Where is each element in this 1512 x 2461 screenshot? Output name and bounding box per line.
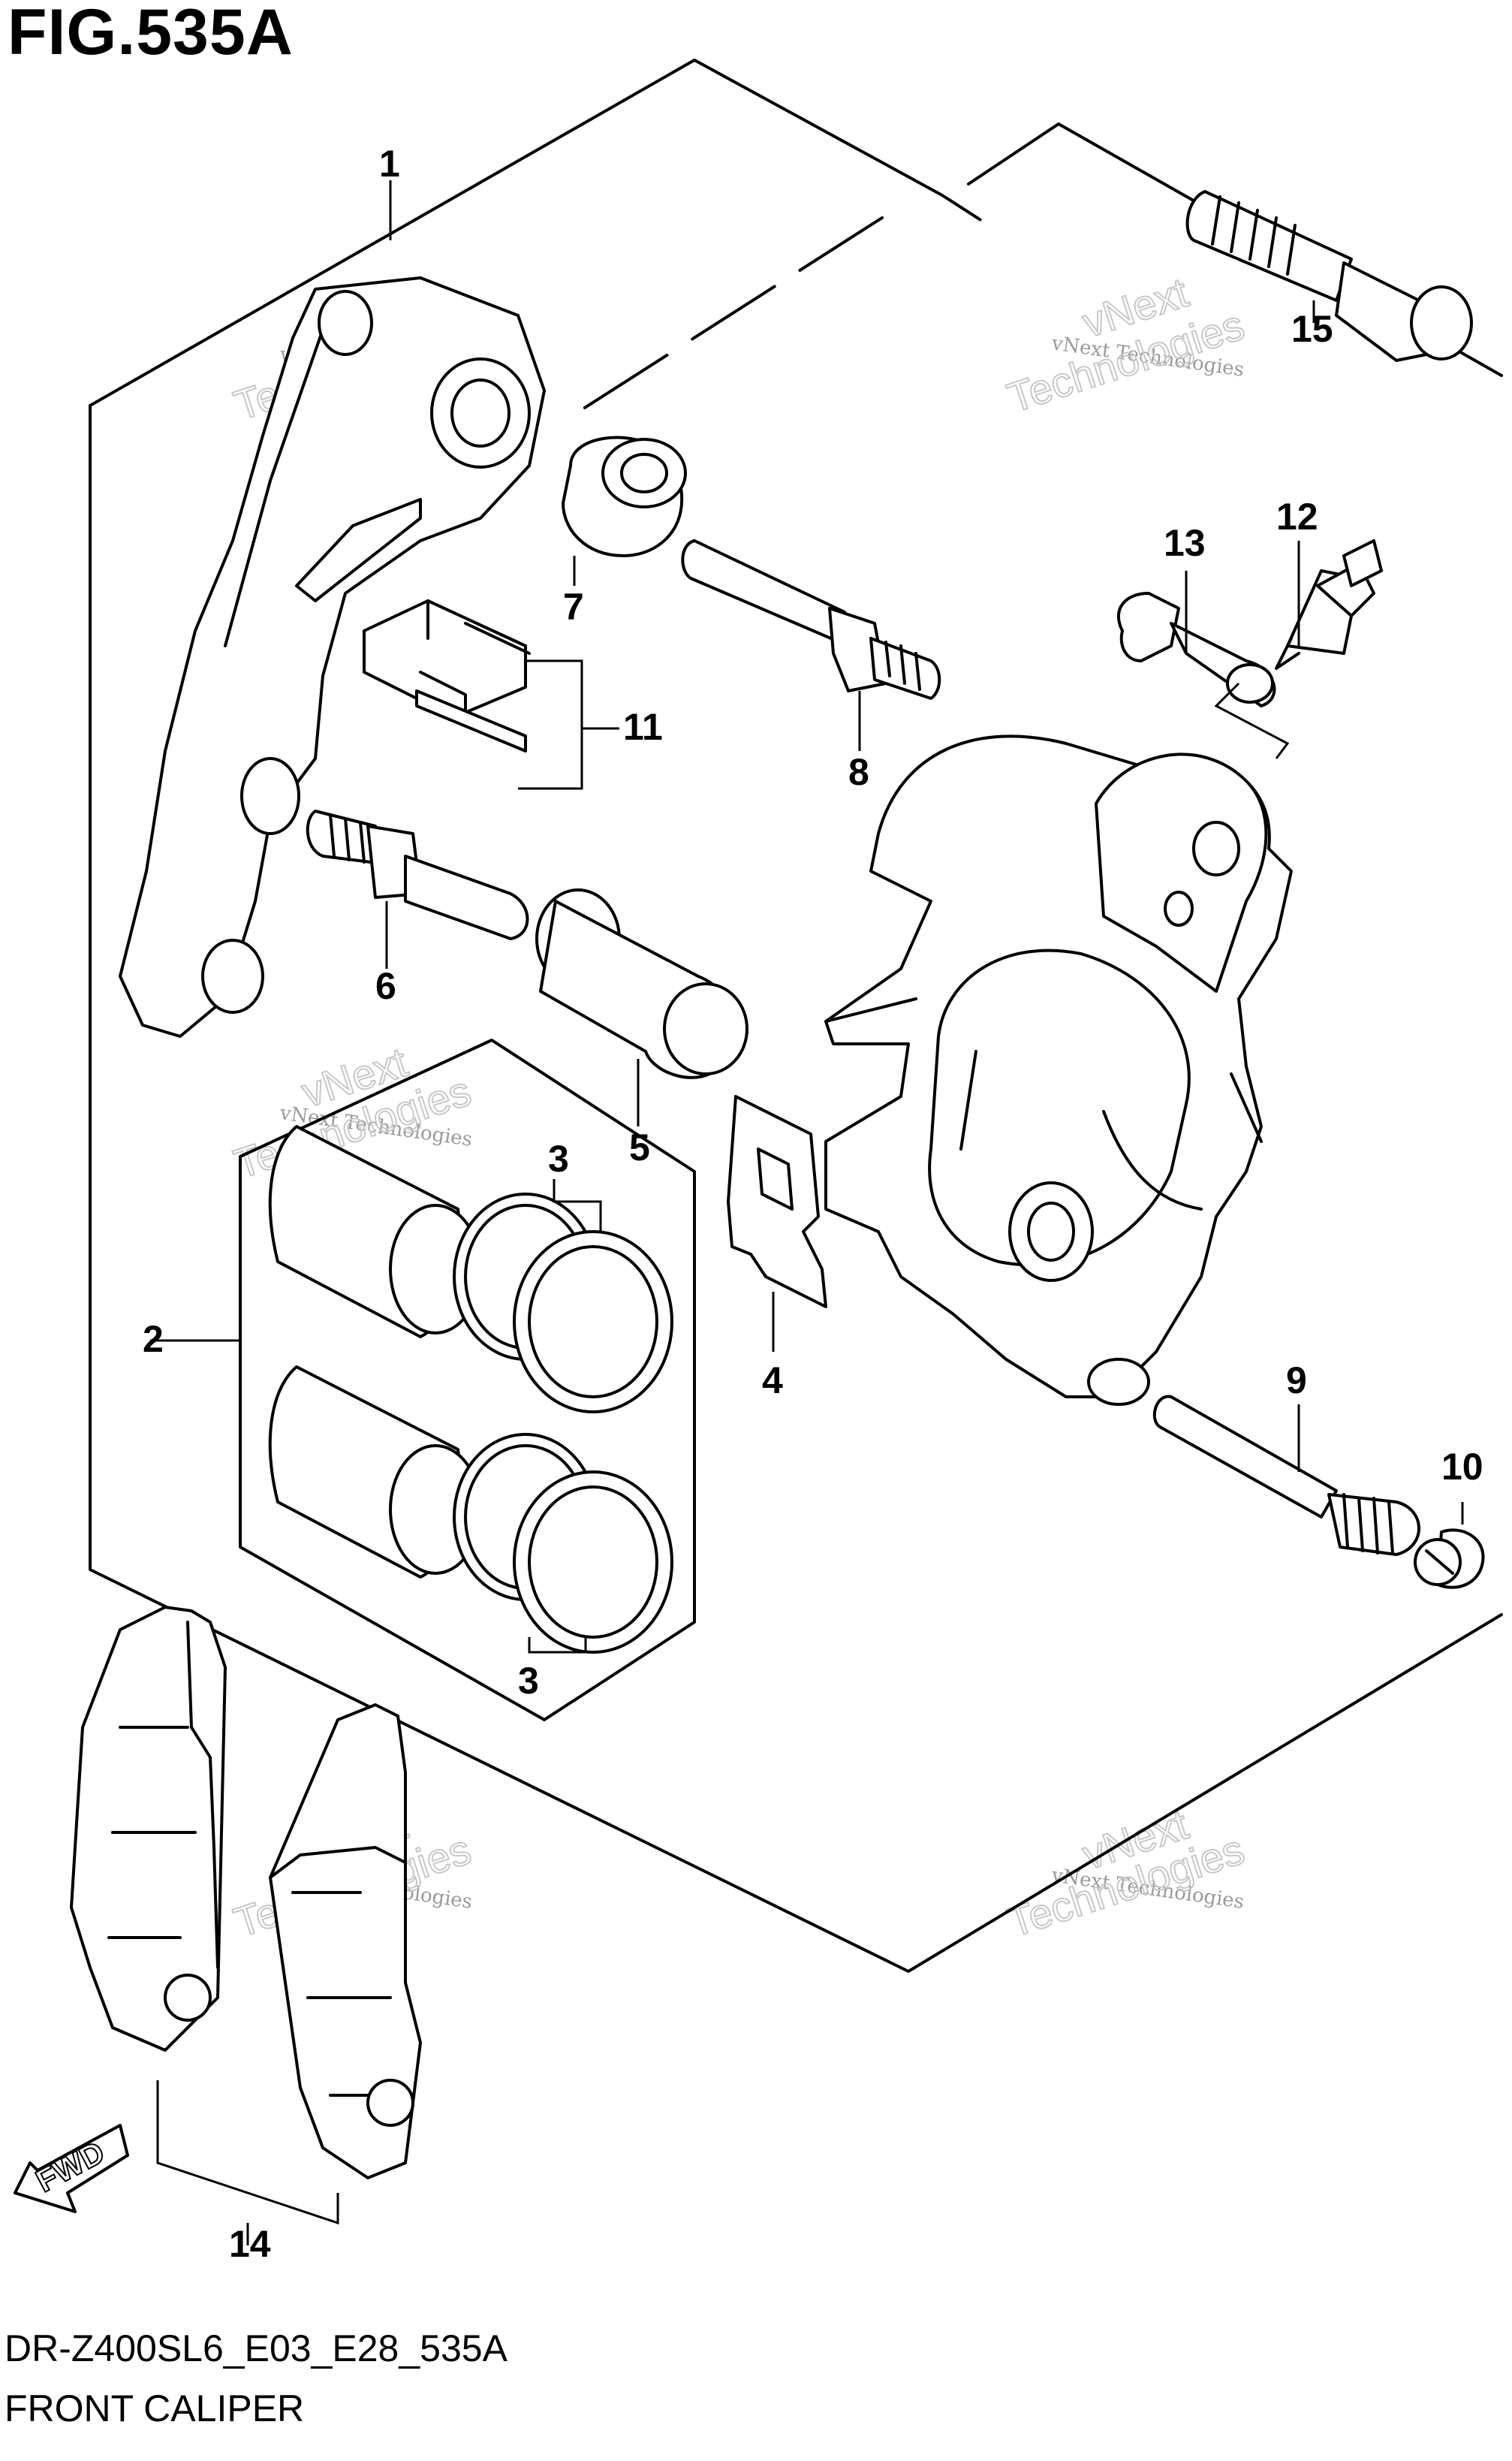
brake-pad-front	[70, 1606, 227, 2052]
piston-lower	[268, 1365, 673, 1654]
pad-retainer	[727, 1095, 827, 1308]
piston-kit-box	[239, 1039, 696, 1721]
callout-4: 4	[762, 1359, 783, 1401]
callout-7: 7	[563, 586, 584, 628]
callout-3-top: 3	[548, 1138, 569, 1180]
callout-14: 14	[229, 2223, 271, 2265]
figure-name: FRONT CALIPER	[5, 2387, 305, 2429]
callout-15: 15	[1291, 308, 1333, 350]
watermark-6: vNext Technologies vNext Technologies	[1001, 1799, 1250, 1947]
pin-plug	[1414, 1528, 1485, 1589]
callout-3-bottom: 3	[518, 1660, 539, 1702]
callout-8: 8	[848, 751, 869, 793]
caliper-body	[824, 734, 1293, 1406]
brake-pad-rear	[269, 1703, 422, 2179]
callout-13: 13	[1164, 522, 1206, 564]
leader-lines	[150, 180, 1464, 2245]
callout-5: 5	[629, 1126, 650, 1169]
callout-12: 12	[1276, 496, 1318, 538]
pad-spring-clip	[363, 599, 531, 752]
figure-code: DR-Z400SL6_E03_E28_535A	[5, 2327, 508, 2369]
piston-upper	[268, 1125, 673, 1413]
callout-labels: 1 2 3 3 4 5 6 7 8 9 10 11 12 13 14 15	[143, 143, 1483, 2265]
caliper-bracket	[119, 276, 546, 1038]
callout-11: 11	[623, 706, 663, 748]
callout-9: 9	[1286, 1359, 1307, 1401]
mounting-bolt	[1185, 190, 1473, 362]
bleeder-cap	[1117, 592, 1276, 707]
callout-6: 6	[375, 965, 396, 1007]
bleeder-valve	[1275, 539, 1383, 670]
callout-1: 1	[379, 143, 400, 185]
callout-2: 2	[143, 1318, 164, 1360]
watermark-2: vNext Technologies vNext Technologies	[1001, 267, 1250, 422]
slide-pin-upper	[681, 539, 941, 700]
boot-seal	[562, 436, 687, 557]
forward-arrow-icon: FWD	[14, 2124, 129, 2213]
bolt	[306, 810, 529, 940]
pad-pin	[1152, 1395, 1420, 1556]
callout-10: 10	[1441, 1446, 1483, 1488]
pin-boot	[535, 888, 748, 1079]
figure-title: FIG.535A	[8, 0, 294, 68]
